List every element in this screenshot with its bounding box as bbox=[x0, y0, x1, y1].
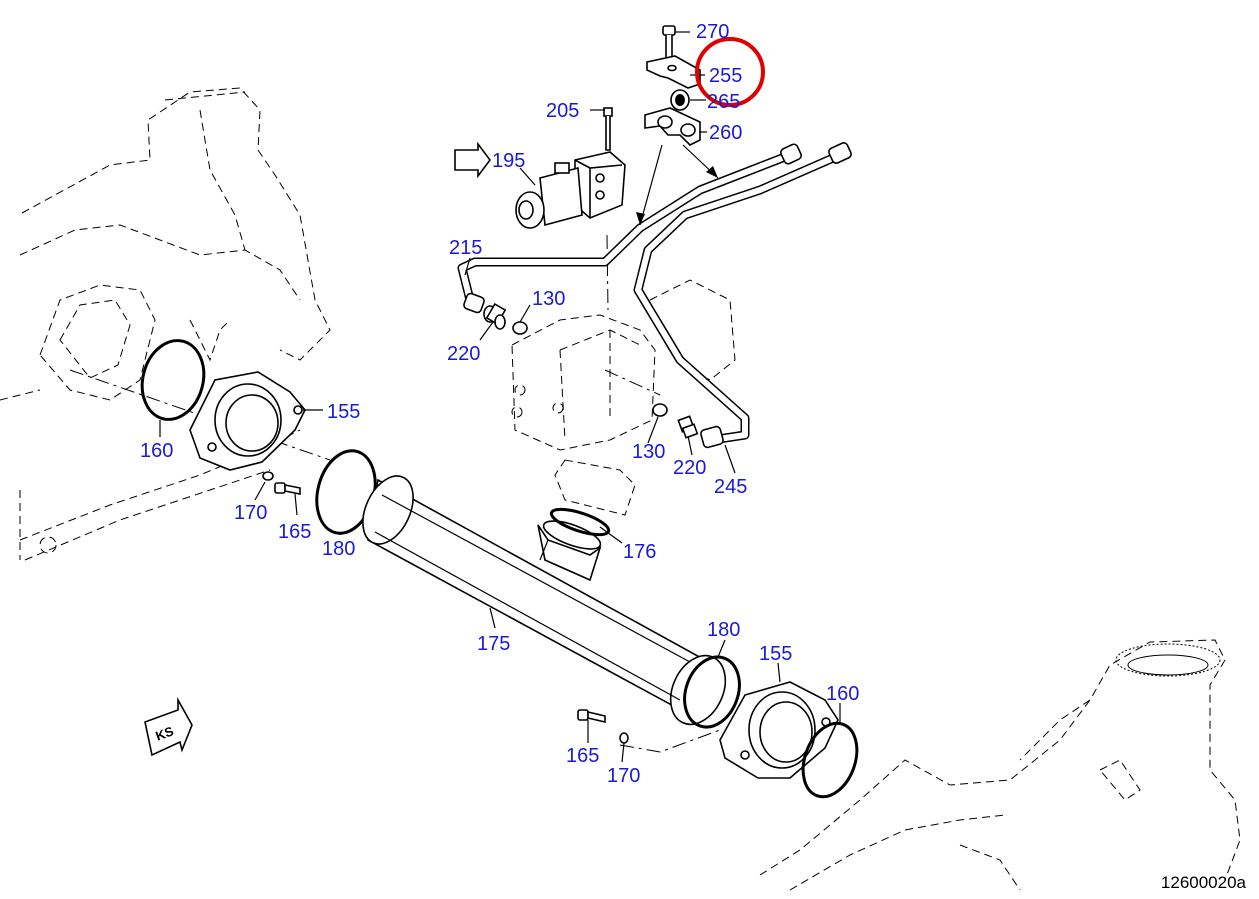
centre-line bbox=[619, 729, 721, 753]
callout-160-right[interactable]: 160 bbox=[826, 683, 859, 705]
clamp-255 bbox=[646, 55, 701, 89]
pipe-nut bbox=[463, 292, 485, 314]
nut-265 bbox=[670, 89, 690, 111]
centre-line bbox=[606, 234, 609, 311]
o-ring-130-lower bbox=[652, 403, 668, 417]
tube-175 bbox=[362, 475, 727, 726]
ks-direction-marker: KS bbox=[144, 696, 193, 757]
callout-220-lower[interactable]: 220 bbox=[673, 457, 706, 479]
callout-176[interactable]: 176 bbox=[623, 541, 656, 563]
centre-line bbox=[604, 369, 661, 396]
leader-lines bbox=[159, 31, 841, 763]
washer-170-right bbox=[619, 732, 629, 744]
o-ring-160-right bbox=[801, 721, 859, 799]
callout-255[interactable]: 255 bbox=[709, 65, 742, 87]
right-axle-housing-outline bbox=[759, 639, 1241, 891]
callout-180-left[interactable]: 180 bbox=[322, 538, 355, 560]
callout-130-lower[interactable]: 130 bbox=[632, 441, 665, 463]
washer-170-left bbox=[262, 471, 274, 481]
fitting-220-upper bbox=[483, 302, 507, 330]
callout-195[interactable]: 195 bbox=[492, 150, 525, 172]
callout-170-right[interactable]: 170 bbox=[607, 765, 640, 787]
o-ring-176 bbox=[549, 507, 611, 537]
valve-block bbox=[511, 279, 736, 516]
callout-245[interactable]: 245 bbox=[714, 476, 747, 498]
callout-165-left[interactable]: 165 bbox=[278, 521, 311, 543]
callout-160-left[interactable]: 160 bbox=[140, 440, 173, 462]
pipe-nut bbox=[828, 142, 852, 164]
arrowhead bbox=[636, 212, 645, 225]
flange-155-left bbox=[189, 371, 306, 471]
callout-170-left[interactable]: 170 bbox=[234, 502, 267, 524]
callout-265[interactable]: 265 bbox=[707, 91, 740, 113]
ks-label: KS bbox=[153, 723, 175, 743]
o-ring-160-left bbox=[140, 339, 206, 421]
callout-155-left[interactable]: 155 bbox=[327, 401, 360, 423]
callout-labels: 270 255 265 260 205 195 215 130 220 155 … bbox=[140, 21, 859, 787]
callout-215[interactable]: 215 bbox=[449, 237, 482, 259]
drawing-reference-number: 12600020a bbox=[1161, 873, 1247, 892]
o-ring-180-right bbox=[683, 655, 741, 729]
callout-175[interactable]: 175 bbox=[477, 633, 510, 655]
callout-155-right[interactable]: 155 bbox=[759, 643, 792, 665]
callout-180-right[interactable]: 180 bbox=[707, 619, 740, 641]
leader-arrow bbox=[639, 144, 663, 226]
callout-220-upper[interactable]: 220 bbox=[447, 343, 480, 365]
bolt-205 bbox=[603, 107, 613, 151]
callout-205[interactable]: 205 bbox=[546, 100, 579, 122]
bolt-270 bbox=[662, 25, 676, 59]
highlight-circle bbox=[695, 37, 765, 107]
fitting-220-lower bbox=[677, 415, 699, 439]
arrowhead bbox=[706, 166, 718, 178]
pipe-245 bbox=[633, 150, 842, 445]
bolt-165-right bbox=[577, 709, 606, 724]
pipe-nut bbox=[700, 425, 724, 449]
flange-155-right bbox=[719, 681, 839, 779]
o-ring-130-upper bbox=[512, 321, 528, 335]
callout-165-right[interactable]: 165 bbox=[566, 745, 599, 767]
pipe-nut bbox=[779, 143, 803, 165]
left-axle-housing-outline bbox=[0, 87, 331, 561]
bolt-165-left bbox=[274, 482, 301, 495]
solenoid-valve-195 bbox=[515, 151, 626, 229]
callout-260[interactable]: 260 bbox=[709, 122, 742, 144]
callout-270[interactable]: 270 bbox=[696, 21, 729, 43]
arrow-marker-195 bbox=[454, 141, 491, 179]
clamp-260 bbox=[644, 107, 701, 146]
pipe-215 bbox=[457, 150, 792, 302]
callout-130-upper[interactable]: 130 bbox=[532, 288, 565, 310]
